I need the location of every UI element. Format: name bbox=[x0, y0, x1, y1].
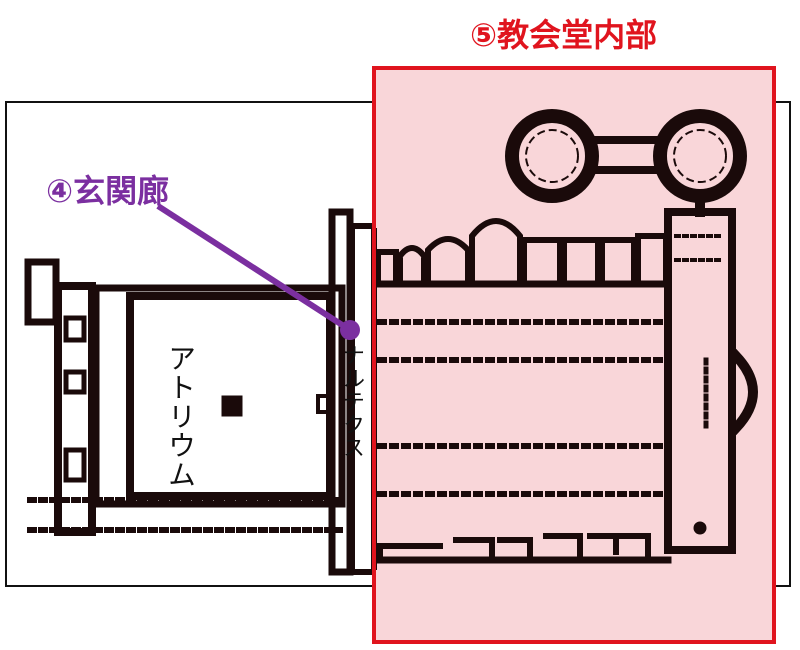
transept-altar-point bbox=[693, 521, 707, 535]
atrium-outer-wall bbox=[92, 284, 346, 508]
narthex-callout-title: ④玄関廊 bbox=[46, 172, 170, 210]
apse bbox=[728, 348, 758, 436]
narthex-leader-line bbox=[156, 203, 352, 333]
narthex-label: ナルテクス bbox=[339, 344, 364, 459]
rotunda-west-niches bbox=[525, 129, 579, 183]
rotunda-link bbox=[588, 136, 664, 174]
west-room-1 bbox=[63, 315, 87, 343]
south-chapels bbox=[377, 533, 651, 563]
west-room-3 bbox=[63, 447, 87, 483]
nave-outline bbox=[372, 66, 776, 644]
narthex-door bbox=[316, 394, 332, 414]
nave-highlight-area bbox=[374, 68, 774, 642]
nave-callout-title: ⑤教会堂内部 bbox=[470, 16, 658, 54]
south-corridor bbox=[27, 497, 343, 533]
transept-columns bbox=[674, 234, 726, 262]
plan-linework bbox=[24, 109, 758, 576]
west-room-2 bbox=[63, 369, 87, 395]
atrium-fountain bbox=[221, 395, 243, 417]
narthex-leader-dot bbox=[340, 320, 360, 340]
rotunda-east-niches bbox=[673, 129, 727, 183]
atrium-label: アトリウム bbox=[164, 344, 197, 489]
north-chapels bbox=[375, 218, 669, 285]
